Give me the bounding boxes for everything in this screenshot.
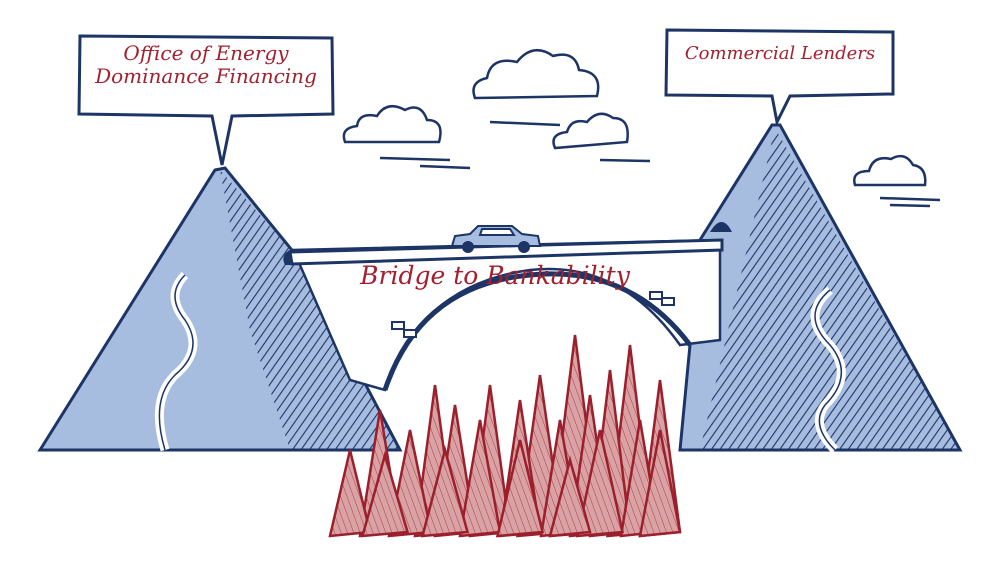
tree-icon bbox=[460, 420, 500, 536]
car-icon bbox=[450, 225, 542, 253]
tree-icon bbox=[422, 450, 468, 536]
cloud bbox=[472, 49, 600, 100]
tunnel-icon bbox=[710, 222, 732, 232]
left-speech-bubble bbox=[77, 34, 335, 166]
tree-icon bbox=[640, 430, 680, 536]
cloud bbox=[853, 154, 927, 187]
forest bbox=[328, 334, 682, 538]
commercial-lenders-label: Commercial Lenders bbox=[684, 43, 876, 64]
cloud bbox=[342, 104, 442, 144]
right-mountain bbox=[678, 123, 963, 454]
right-speech-bubble bbox=[664, 28, 895, 127]
tree-icon bbox=[577, 430, 623, 536]
clouds bbox=[342, 49, 941, 208]
bridge bbox=[283, 238, 724, 392]
tree-icon bbox=[550, 460, 590, 536]
tree-icon bbox=[362, 455, 408, 536]
tree-icon bbox=[330, 450, 370, 536]
tree-icon bbox=[497, 440, 543, 536]
bridge-to-bankability-label: Bridge to Bankability bbox=[360, 261, 630, 290]
office-of-energy-label: Office of Energy Dominance Financing bbox=[95, 41, 317, 88]
cloud bbox=[552, 112, 629, 150]
